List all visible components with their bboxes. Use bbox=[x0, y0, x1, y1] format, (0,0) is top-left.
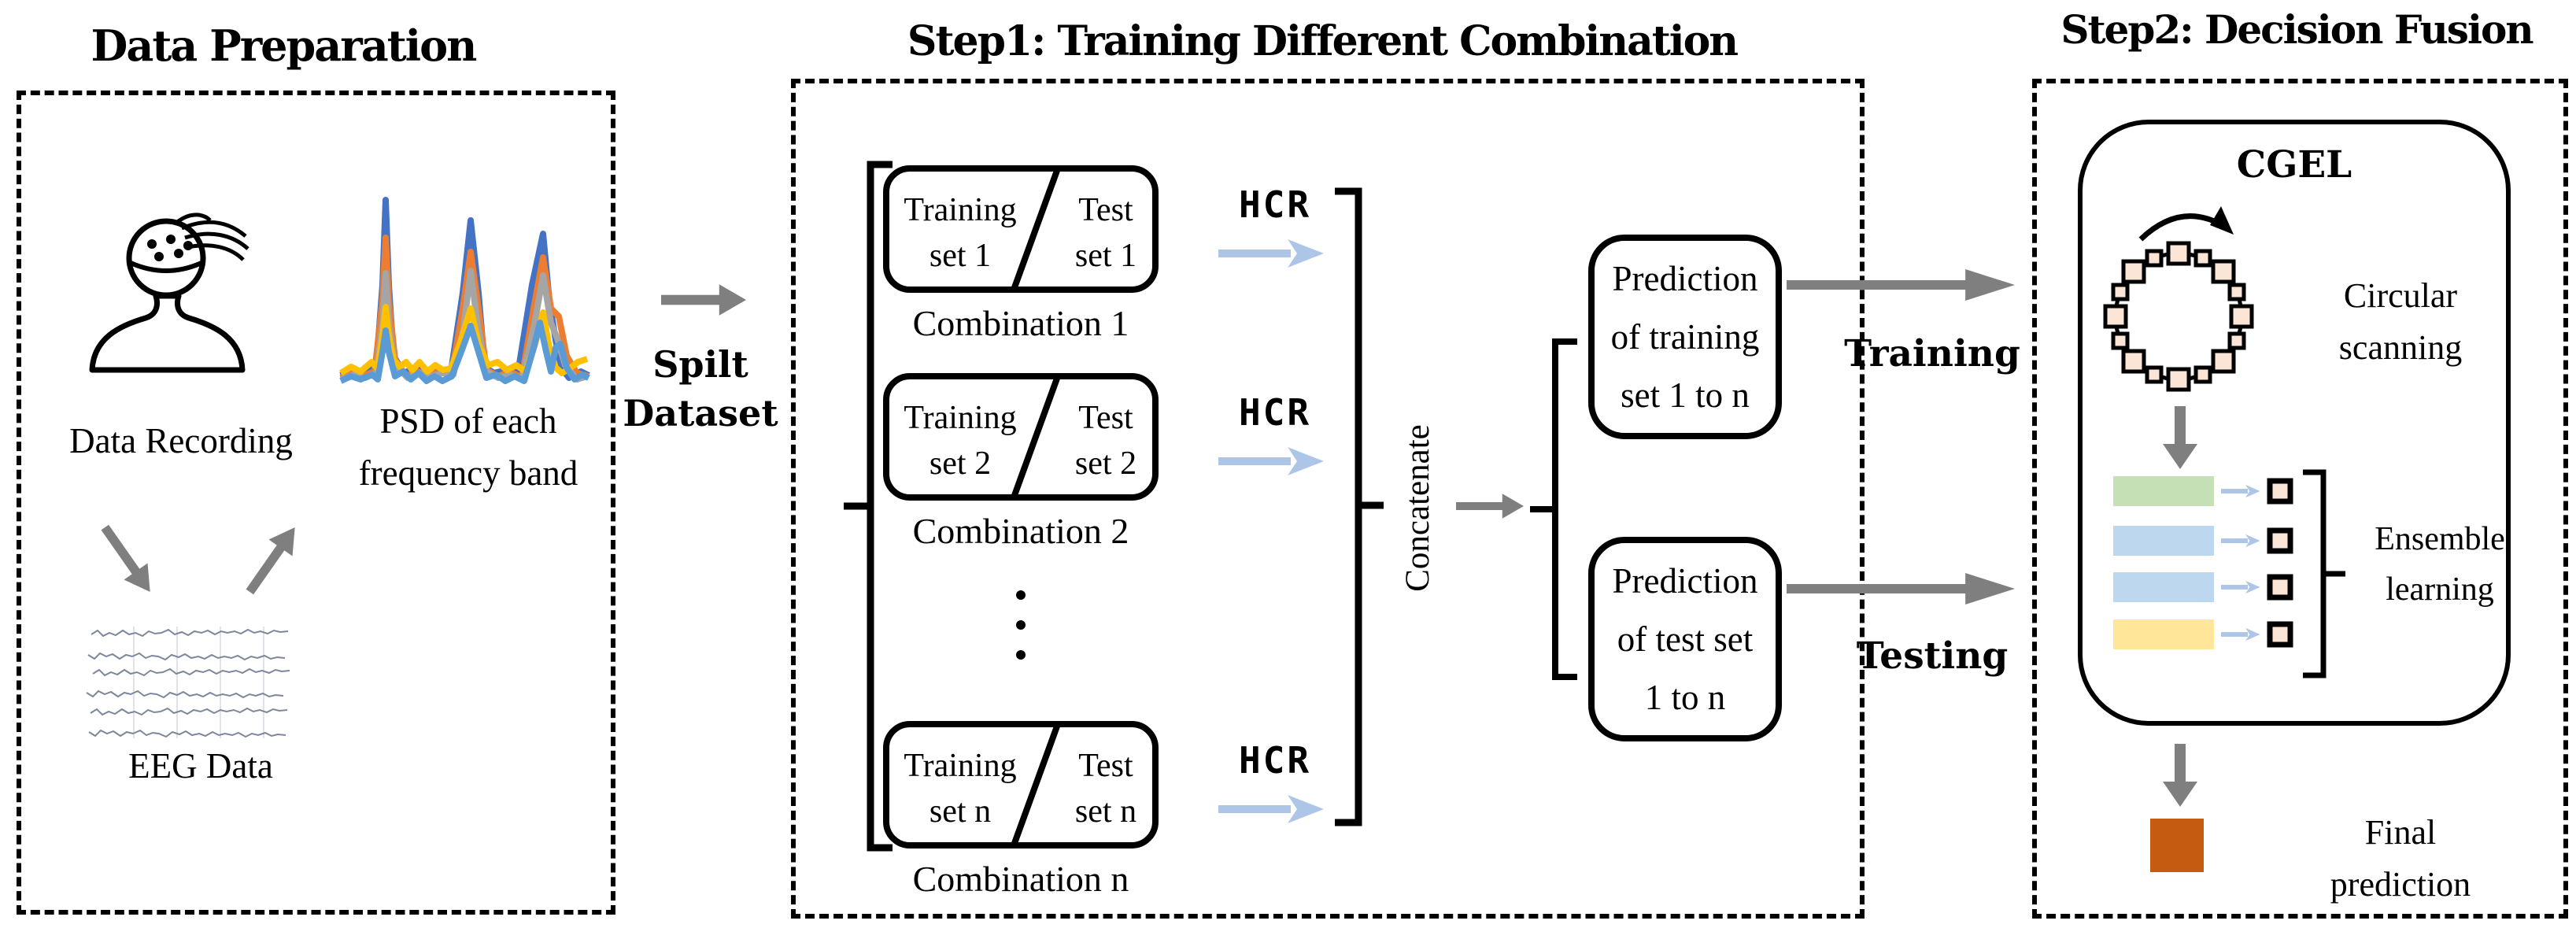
final-prediction-label-line2: prediction bbox=[2330, 865, 2471, 904]
hcr-label-1: HCR bbox=[1238, 183, 1312, 226]
ensemble-bar-blue-2 bbox=[2113, 572, 2214, 602]
ensemble-node-icon-1 bbox=[2267, 478, 2293, 505]
ensemble-node-icon-4 bbox=[2267, 621, 2293, 648]
circular-scanning-icon bbox=[2103, 206, 2254, 392]
arrow-to-psd-icon bbox=[246, 527, 295, 595]
split-dataset-arrow-icon bbox=[661, 284, 746, 316]
collect-bracket-icon bbox=[1335, 187, 1384, 826]
step1-panel bbox=[791, 79, 1865, 919]
data-preparation-title: Data Preparation bbox=[91, 20, 478, 71]
testing-label: Testing bbox=[1856, 634, 2009, 678]
hair-strands bbox=[174, 213, 249, 261]
eeg-signal-icon bbox=[86, 627, 290, 738]
ensemble-arrow-icon-1 bbox=[2221, 484, 2260, 498]
circular-scanning-label-line1: Circular bbox=[2343, 276, 2458, 315]
combination-caption-n: Combination n bbox=[912, 859, 1129, 899]
ensemble-arrow-icon-3 bbox=[2221, 580, 2260, 594]
testing-arrow-icon bbox=[1787, 573, 2015, 604]
final-prediction-icon bbox=[2150, 819, 2204, 872]
ensemble-arrow-icon-4 bbox=[2221, 627, 2260, 641]
combination-slash-2 bbox=[1011, 375, 1061, 499]
final-prediction-label-line1: Final bbox=[2364, 813, 2437, 852]
hcr-arrow-icon-n bbox=[1218, 795, 1324, 823]
psd-label-line1: PSD of each bbox=[379, 401, 557, 441]
prediction-line: of training bbox=[1610, 317, 1760, 357]
split-dataset-label-line2: Dataset bbox=[623, 392, 778, 434]
prediction-line: Prediction bbox=[1612, 259, 1758, 298]
prediction-test-box: Prediction of test set 1 to n bbox=[1588, 537, 1782, 741]
circular-scanning-label-line2: scanning bbox=[2338, 328, 2463, 367]
combination-slash-1 bbox=[1011, 167, 1061, 291]
concatenate-arrow-icon bbox=[1456, 494, 1524, 519]
ensemble-label-line1: Ensemble bbox=[2375, 521, 2505, 557]
person-eeg-icon bbox=[89, 213, 249, 373]
ensemble-bar-blue-1 bbox=[2113, 526, 2214, 556]
eeg-data-label: EEG Data bbox=[128, 746, 273, 786]
vertical-ellipsis-icon bbox=[1016, 590, 1026, 660]
prediction-line: set 1 to n bbox=[1621, 375, 1750, 415]
hcr-label-n: HCR bbox=[1238, 739, 1312, 782]
ensemble-node-icon-3 bbox=[2267, 574, 2293, 601]
ensemble-node-icon-2 bbox=[2267, 527, 2293, 554]
step2-title: Step2: Decision Fusion bbox=[2060, 6, 2533, 53]
prediction-line: 1 to n bbox=[1644, 678, 1726, 717]
ensemble-label-line2: learning bbox=[2386, 571, 2494, 608]
scanning-down-arrow-icon bbox=[2163, 406, 2197, 469]
prediction-line: Prediction bbox=[1612, 561, 1758, 601]
ensemble-bar-yellow bbox=[2113, 619, 2214, 649]
combination-caption-2: Combination 2 bbox=[912, 511, 1129, 551]
concatenate-label: Concatenate bbox=[1399, 423, 1436, 592]
split-dataset-label-line1: Spilt bbox=[652, 343, 748, 386]
ensemble-bracket-icon bbox=[2303, 469, 2345, 678]
prediction-line: of test set bbox=[1617, 619, 1754, 659]
data-recording-label: Data Recording bbox=[69, 421, 293, 460]
rotation-arrow-icon bbox=[2138, 206, 2234, 242]
hcr-arrow-icon-1 bbox=[1218, 239, 1324, 268]
psd-chart-icon bbox=[338, 197, 590, 384]
hcr-label-2: HCR bbox=[1238, 391, 1312, 434]
cgel-label: CGEL bbox=[2236, 143, 2352, 187]
arrow-to-eeg-icon bbox=[101, 524, 150, 592]
ensemble-bar-green bbox=[2113, 476, 2214, 506]
hcr-arrow-icon-2 bbox=[1218, 447, 1324, 475]
psd-label-line2: frequency band bbox=[358, 453, 578, 493]
step2-panel bbox=[2032, 79, 2568, 919]
step1-title: Step1: Training Different Combination bbox=[907, 17, 1739, 65]
training-arrow-icon bbox=[1787, 269, 2015, 301]
data-preparation-panel bbox=[17, 91, 615, 915]
final-down-arrow-icon bbox=[2163, 744, 2197, 807]
distribute-bracket-icon bbox=[1530, 338, 1577, 680]
prediction-training-box: Prediction of training set 1 to n bbox=[1588, 235, 1782, 439]
training-label: Training bbox=[1844, 332, 2020, 375]
combination-caption-1: Combination 1 bbox=[912, 303, 1129, 343]
combination-slash-n bbox=[1011, 723, 1061, 847]
ensemble-arrow-icon-2 bbox=[2221, 534, 2260, 548]
combinations-bracket-icon bbox=[844, 161, 893, 852]
